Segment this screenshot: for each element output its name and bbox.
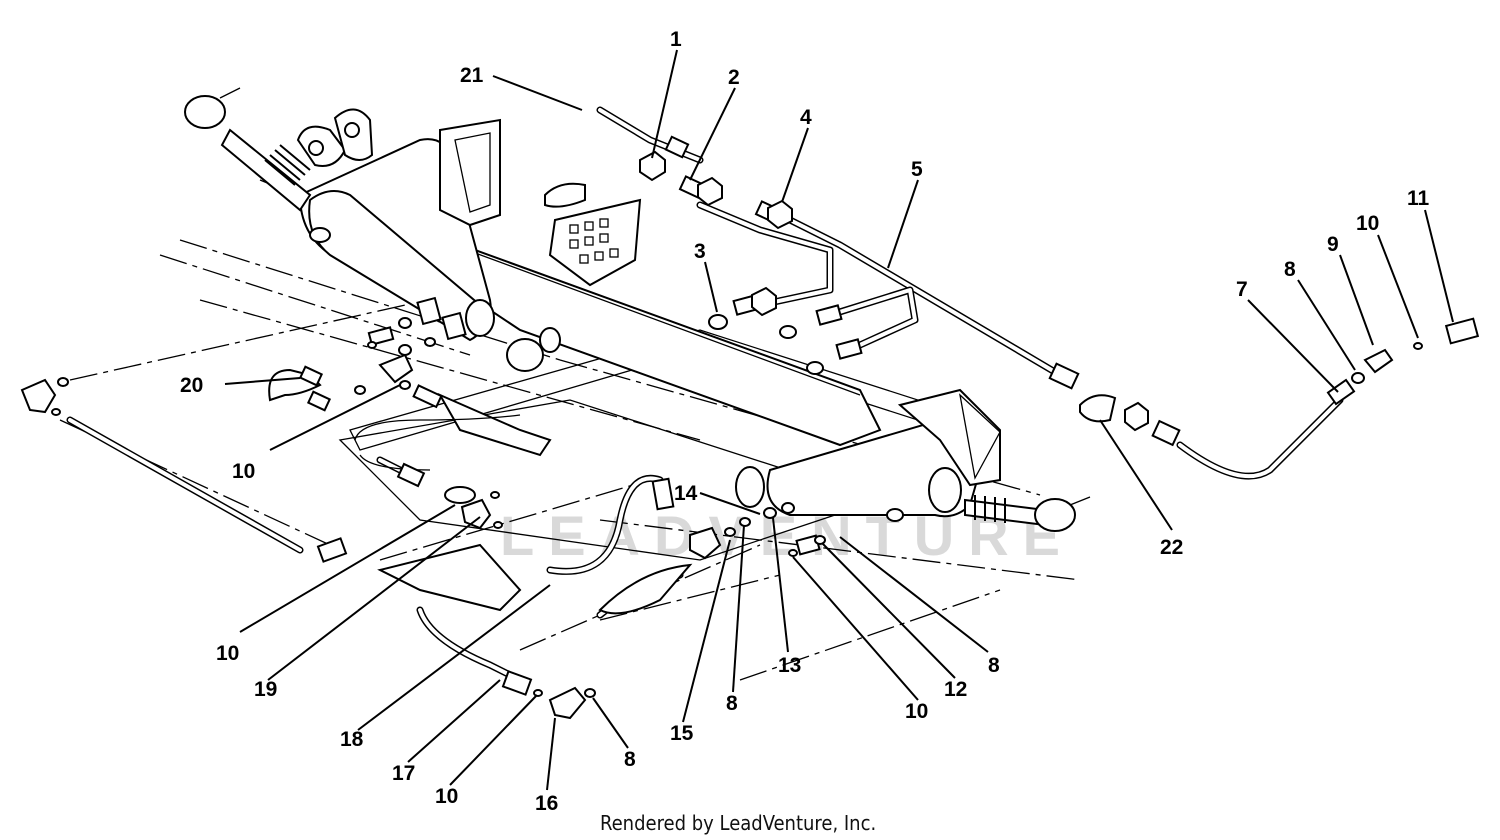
frame-assembly bbox=[184, 87, 1091, 612]
callout-9: 9 bbox=[1327, 233, 1339, 256]
callout-3: 3 bbox=[694, 240, 706, 263]
callout-16: 16 bbox=[535, 792, 558, 815]
callout-7: 7 bbox=[1236, 278, 1248, 301]
callout-12: 12 bbox=[944, 678, 967, 701]
fittings bbox=[20, 135, 1480, 720]
callout-11: 11 bbox=[1407, 187, 1430, 210]
callout-15: 15 bbox=[670, 722, 694, 745]
callout-10-bottom: 10 bbox=[435, 785, 458, 808]
callout-13: 13 bbox=[778, 654, 801, 677]
callout-2: 2 bbox=[728, 66, 740, 89]
callout-8-right: 8 bbox=[1284, 258, 1296, 281]
callout-14: 14 bbox=[674, 482, 698, 505]
callout-17: 17 bbox=[392, 762, 415, 785]
callout-10-lower-left: 10 bbox=[216, 642, 239, 665]
leader-lines bbox=[224, 49, 1454, 791]
callout-4: 4 bbox=[800, 106, 812, 129]
callout-20: 20 bbox=[180, 374, 203, 397]
callout-10-right: 10 bbox=[1356, 212, 1379, 235]
callout-10-left: 10 bbox=[232, 460, 255, 483]
footer-credit: Rendered by LeadVenture, Inc. bbox=[600, 811, 876, 835]
callout-8-center-right: 8 bbox=[988, 654, 1000, 677]
callout-labels: 1 2 3 4 5 7 8 9 10 11 20 10 21 22 14 10 … bbox=[180, 28, 1430, 815]
callout-10-center: 10 bbox=[905, 700, 928, 723]
callout-8-center: 8 bbox=[726, 692, 738, 715]
callout-5: 5 bbox=[911, 158, 923, 181]
callout-8-bottom: 8 bbox=[624, 748, 636, 771]
callout-18: 18 bbox=[340, 728, 364, 751]
callout-1: 1 bbox=[670, 28, 682, 51]
callout-19: 19 bbox=[254, 678, 277, 701]
callout-22: 22 bbox=[1160, 536, 1183, 559]
callout-21: 21 bbox=[460, 64, 484, 87]
